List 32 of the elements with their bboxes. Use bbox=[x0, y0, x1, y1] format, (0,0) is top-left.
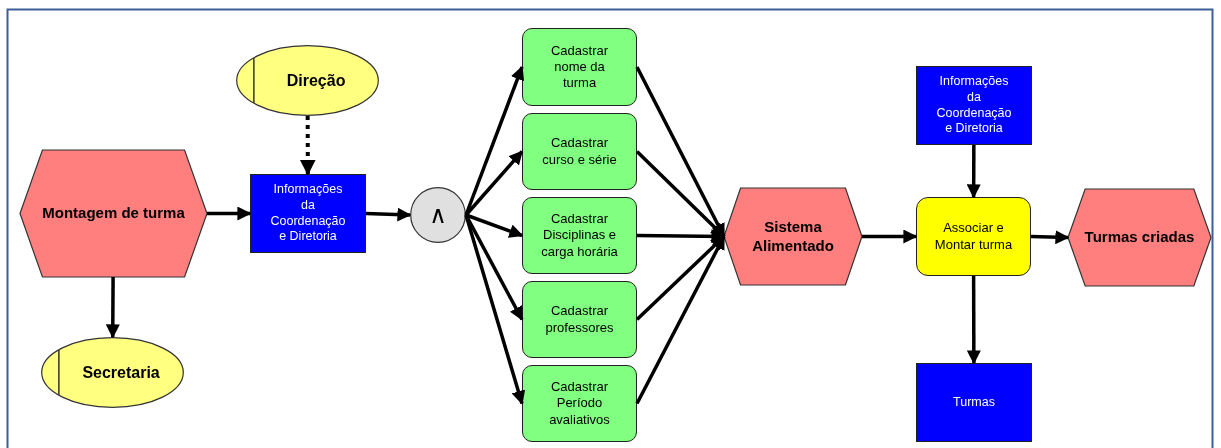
unit-label: Direção bbox=[285, 70, 346, 91]
box-label: Informações da Coordenação e Diretoria bbox=[269, 182, 347, 245]
box-label: Cadastrar Disciplinas e carga horária bbox=[541, 211, 618, 260]
task-box bbox=[522, 281, 637, 358]
unit-label: Secretaria bbox=[81, 362, 160, 383]
arrow bbox=[966, 276, 981, 365]
box-label: Cadastrar nome da turma bbox=[549, 42, 610, 92]
task-box bbox=[522, 113, 637, 190]
box-label: Turmas bbox=[953, 394, 995, 411]
box-label: Cadastrar professores bbox=[544, 303, 615, 336]
information-box bbox=[916, 66, 1032, 145]
box-label: Informações da Coordenação e Diretoria bbox=[935, 74, 1013, 137]
event-label: Montagem de turma bbox=[42, 204, 185, 223]
information-box bbox=[250, 174, 366, 253]
event-label: Sistema Alimentado bbox=[751, 217, 835, 256]
arrow bbox=[966, 145, 981, 199]
box-label: Cadastrar curso e série bbox=[541, 135, 618, 168]
task-box bbox=[522, 197, 637, 274]
arrow bbox=[299, 116, 316, 176]
event-label: Turmas criadas bbox=[1084, 228, 1195, 247]
function-box bbox=[916, 197, 1031, 276]
arrow bbox=[105, 277, 120, 339]
box-label: Cadastrar Período avaliativos bbox=[548, 379, 611, 428]
operator-symbol: ∧ bbox=[429, 200, 447, 230]
box-label: Associar e Montar turma bbox=[933, 220, 1014, 253]
arrow bbox=[465, 213, 524, 238]
information-box bbox=[916, 363, 1032, 442]
task-box bbox=[522, 28, 637, 106]
task-box bbox=[522, 365, 637, 442]
arrow bbox=[862, 229, 918, 244]
arrow bbox=[1030, 230, 1070, 245]
arrow bbox=[207, 206, 252, 221]
